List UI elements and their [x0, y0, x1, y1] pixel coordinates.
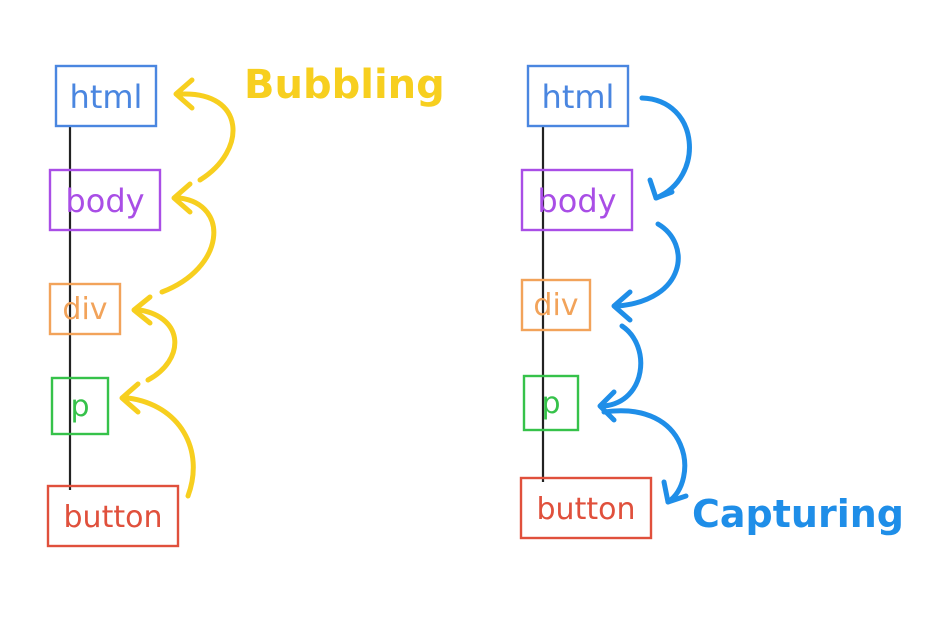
bubbling-arrows [119, 77, 236, 499]
bubbling-node-body: body [48, 168, 162, 232]
capturing-node-div: div [520, 278, 592, 332]
bubbling-node-html: html [54, 64, 158, 128]
capturing-arrow-html-to-body [639, 95, 692, 201]
bubbling-node-p-box [50, 376, 110, 436]
bubbling-node-p-label: p [70, 389, 89, 424]
bubbling-arrow-body-to-html [179, 91, 236, 183]
capturing-node-p: p [522, 374, 580, 432]
capturing-arrowhead-button [661, 479, 689, 505]
bubbling-node-button-label: button [64, 500, 163, 535]
capturing-node-html-box [526, 64, 630, 128]
capturing-arrowhead-div [611, 289, 633, 323]
capturing-title: Capturing [692, 492, 904, 536]
capturing-arrow-body-to-div [615, 221, 681, 309]
capturing-node-div-label: div [533, 288, 578, 323]
bubbling-node-body-box [48, 168, 162, 232]
bubbling-node-p: p [50, 376, 110, 436]
capturing-node-body: body [520, 168, 634, 232]
capturing-node-p-label: p [541, 386, 560, 421]
capturing-arrows [597, 95, 692, 505]
bubbling-node-html-box [54, 64, 158, 128]
bubbling-node-div: div [48, 282, 122, 336]
bubbling-arrow-button-to-p [125, 395, 196, 499]
capturing-panel: html body div p button [519, 64, 904, 540]
bubbling-arrowhead-html [173, 77, 195, 111]
capturing-arrowhead-p [597, 389, 617, 423]
bubbling-title: Bubbling [244, 62, 445, 108]
capturing-node-body-box [520, 168, 634, 232]
bubbling-arrowhead-div [131, 294, 153, 326]
capturing-node-p-box [522, 374, 580, 432]
bubbling-node-html-label: html [70, 78, 143, 116]
capturing-node-button-box [519, 476, 653, 540]
capturing-node-div-box [520, 278, 592, 332]
capturing-node-html: html [526, 64, 630, 128]
bubbling-arrowhead-body [171, 181, 193, 215]
capturing-node-button: button [519, 476, 653, 540]
capturing-node-body-label: body [537, 182, 616, 220]
bubbling-arrowhead-p [119, 381, 141, 415]
bubbling-node-button: button [46, 484, 180, 548]
bubbling-node-div-box [48, 282, 122, 336]
bubbling-panel: html body div p button [46, 62, 445, 548]
capturing-arrowhead-body [647, 177, 675, 201]
capturing-node-html-label: html [542, 78, 615, 116]
capturing-arrow-p-to-button [601, 408, 688, 505]
bubbling-node-body-label: body [65, 182, 144, 220]
bubbling-node-button-box [46, 484, 180, 548]
capturing-node-button-label: button [537, 492, 636, 527]
bubbling-node-div-label: div [62, 292, 107, 327]
bubbling-arrow-p-to-div [137, 307, 178, 383]
capturing-arrow-div-to-p [601, 323, 644, 409]
bubbling-arrow-div-to-body [159, 195, 217, 295]
